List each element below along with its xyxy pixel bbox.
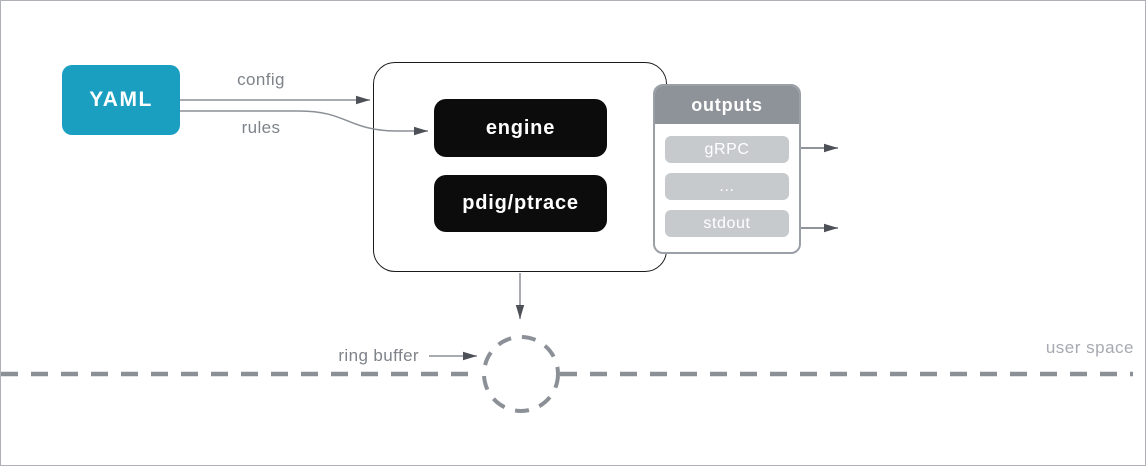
rules-edge-label: rules <box>241 118 281 137</box>
yaml-box: YAML <box>62 65 180 135</box>
output-item-ellipsis: ... <box>665 173 789 200</box>
output-item-stdout: stdout <box>665 210 789 237</box>
output-item-grpc: gRPC <box>665 136 789 163</box>
outputs-panel: outputs gRPC ... stdout <box>653 84 801 254</box>
pdig-ptrace-box: pdig/ptrace <box>434 175 607 232</box>
outputs-panel-title: outputs <box>691 94 763 115</box>
config-edge-label: config <box>237 70 285 89</box>
outputs-panel-body: gRPC ... stdout <box>655 124 799 237</box>
user-space-label: user space <box>1045 338 1134 357</box>
falco-process-container <box>373 62 667 272</box>
pdig-ptrace-box-label: pdig/ptrace <box>462 192 579 214</box>
output-item-grpc-label: gRPC <box>704 140 750 158</box>
output-item-stdout-label: stdout <box>703 214 751 232</box>
ring-buffer-label: ring buffer <box>338 346 419 365</box>
engine-box-label: engine <box>485 116 556 139</box>
yaml-box-label: YAML <box>89 88 153 111</box>
engine-box: engine <box>434 99 607 157</box>
ring-buffer-circle <box>482 335 560 413</box>
output-item-ellipsis-label: ... <box>719 177 735 195</box>
outputs-panel-header: outputs <box>655 86 799 124</box>
